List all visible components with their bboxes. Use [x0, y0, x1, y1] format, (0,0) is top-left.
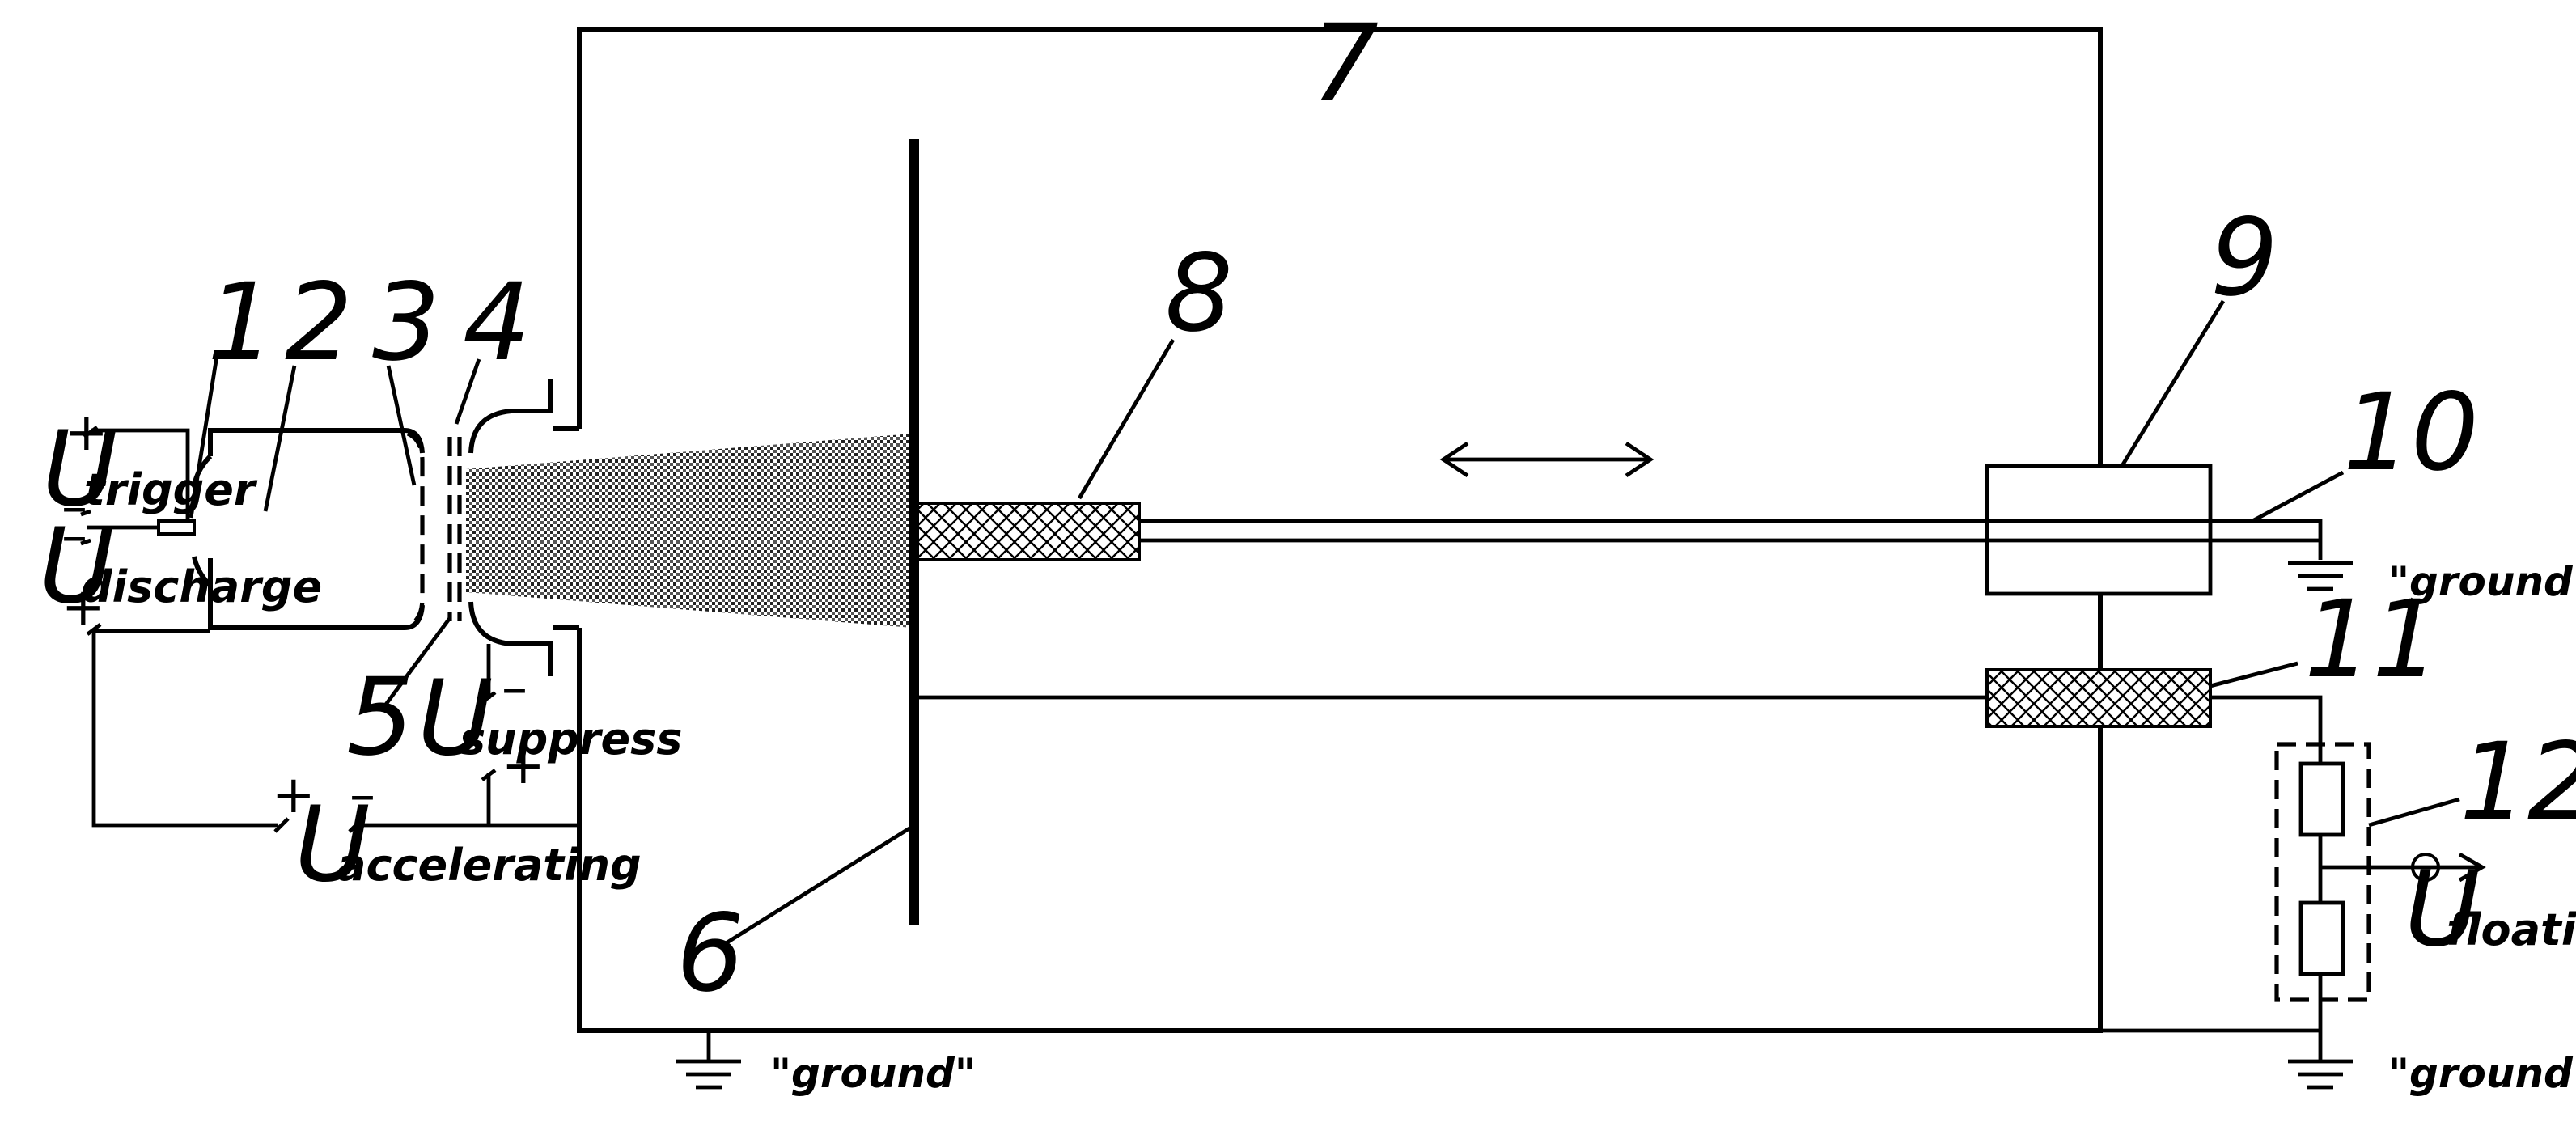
- svg-text:U: U: [294, 785, 371, 905]
- label-5: 5: [346, 655, 414, 780]
- svg-text:trigger: trigger: [84, 464, 258, 515]
- trigger-wire: [91, 428, 190, 521]
- floating-terminal: [2411, 853, 2440, 882]
- pol-accel-minus: –: [350, 765, 375, 825]
- voltage-suppress: U suppress: [417, 658, 682, 779]
- ground-symbol-rod: [2288, 561, 2353, 591]
- label-11: 11: [2304, 578, 2440, 702]
- label-3: 3: [372, 260, 440, 385]
- pol-trigger-plus: +: [65, 403, 108, 463]
- feedthrough-9: [1985, 464, 2213, 596]
- discharge-chamber: [208, 428, 425, 630]
- label-9: 9: [2210, 196, 2278, 320]
- terminals: [80, 426, 497, 833]
- source-flange-top: [468, 379, 553, 454]
- label-7: 7: [1311, 2, 1379, 126]
- ground-symbol-chamber: [676, 1031, 741, 1090]
- svg-text:discharge: discharge: [81, 561, 322, 612]
- svg-text:floating: floating: [2447, 904, 2576, 955]
- divider-box-12: [2274, 742, 2371, 1002]
- resistor-upper: [2298, 761, 2345, 837]
- voltage-accelerating: U accelerating: [294, 785, 642, 905]
- pol-discharge-minus: –: [61, 506, 87, 566]
- label-2: 2: [285, 260, 353, 385]
- movement-arrow: [1439, 442, 1654, 477]
- svg-text:U: U: [417, 658, 494, 779]
- svg-text:U: U: [42, 409, 118, 530]
- label-6: 6: [676, 891, 744, 1016]
- svg-text:suppress: suppress: [460, 713, 682, 764]
- insulator-8: [916, 502, 1141, 561]
- voltage-trigger: U trigger: [42, 409, 258, 530]
- accelerating-wire-left: [91, 631, 278, 828]
- pol-discharge-plus: +: [61, 578, 105, 637]
- floating-arrow-head: [2458, 852, 2486, 883]
- svg-text:U: U: [2404, 849, 2481, 970]
- label-1: 1: [207, 260, 275, 385]
- ion-beam: [466, 434, 913, 628]
- ground-symbol-divider: [2288, 1059, 2353, 1090]
- target-signal-wire: [917, 695, 2323, 744]
- ground-label-chamber: "ground": [770, 1050, 976, 1097]
- voltage-discharge: U discharge: [39, 506, 322, 627]
- ground-label-rod: "ground": [2388, 558, 2576, 605]
- ground-label-divider: "ground": [2388, 1050, 2576, 1097]
- label-4: 4: [463, 260, 531, 385]
- insulator-11: [1985, 668, 2212, 728]
- svg-text:accelerating: accelerating: [337, 840, 642, 891]
- pol-trigger-minus: –: [61, 477, 87, 537]
- pol-suppress-plus: +: [502, 736, 545, 796]
- resistor-lower: [2298, 900, 2345, 976]
- leader-lines: [189, 299, 2460, 947]
- source-flange-bottom: [468, 601, 553, 676]
- svg-text:U: U: [39, 506, 115, 627]
- label-10: 10: [2343, 370, 2479, 495]
- trigger-electrode: [157, 519, 196, 536]
- voltage-floating: U floating: [2404, 849, 2576, 970]
- pol-accel-plus: +: [272, 765, 316, 825]
- label-12: 12: [2459, 720, 2576, 845]
- pol-suppress-minus: –: [502, 658, 527, 718]
- label-8: 8: [1165, 231, 1233, 356]
